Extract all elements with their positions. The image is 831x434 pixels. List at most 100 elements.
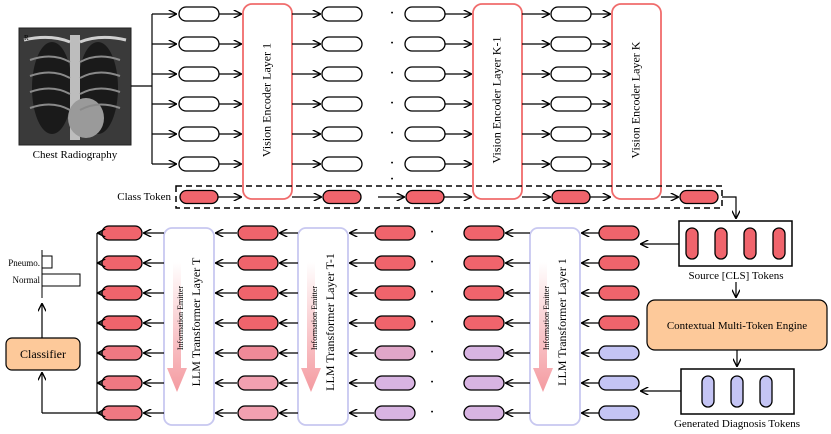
llm-layer-label-1: LLM Transformer Layer T [189, 257, 203, 386]
generated-diagnosis-token [759, 375, 773, 408]
vision-token [321, 126, 363, 142]
vision-token [404, 6, 446, 22]
engine-label: Contextual Multi-Token Engine [667, 320, 807, 332]
llm-token [101, 255, 143, 271]
llm-token-rows [97, 225, 640, 421]
vision-token [178, 36, 220, 52]
vision-token [404, 66, 446, 82]
contextual-multi-token-engine: Contextual Multi-Token Engine [646, 299, 828, 351]
llm-token [463, 405, 505, 421]
ellipsis-dot: · [429, 254, 434, 271]
llm-token [374, 375, 416, 391]
xray-marker: R [24, 34, 29, 42]
llm-token [237, 225, 279, 241]
ellipsis-dot: · [429, 404, 434, 421]
vision-token-rows [152, 6, 719, 205]
llm-token [463, 345, 505, 361]
llm-token [237, 255, 279, 271]
llm-token [374, 345, 416, 361]
vision-token [321, 96, 363, 112]
llm-token [237, 345, 279, 361]
llm-token [598, 345, 640, 361]
llm-token [237, 405, 279, 421]
source-cls-token [743, 227, 757, 260]
class-token [322, 189, 362, 205]
vision-layer-label-1: Vision Encoder Layer 1 [259, 43, 273, 157]
ellipsis-dot: · [429, 374, 434, 391]
vision-layer-box-3 [611, 3, 662, 200]
class-token [551, 189, 591, 205]
llm-token [101, 375, 143, 391]
llm-token [101, 345, 143, 361]
vision-layer-label-3: Vision Encoder Layer K [628, 41, 642, 158]
llm-token [463, 375, 505, 391]
llm-token [463, 225, 505, 241]
vision-token [404, 36, 446, 52]
chest-xray-image: R [18, 27, 132, 146]
generated-tokens-label: Generated Diagnosis Tokens [674, 418, 800, 430]
ellipsis-dot: · [389, 125, 394, 142]
output-label-pneumo: Pneumo. [8, 258, 40, 268]
llm-token [463, 255, 505, 271]
llm-token [463, 315, 505, 331]
llm-token [237, 285, 279, 301]
source-cls-token [772, 227, 786, 260]
llm-token [598, 225, 640, 241]
vision-token [178, 66, 220, 82]
class-token [679, 189, 719, 205]
vision-token [550, 96, 592, 112]
vision-token [550, 66, 592, 82]
class-token [179, 189, 219, 205]
llm-token [237, 315, 279, 331]
ellipsis-dot: · [389, 5, 394, 22]
class-token-box [175, 185, 723, 209]
vision-token [178, 96, 220, 112]
vision-encoder-layers: Vision Encoder Layer 1 Vision Encoder Lay… [242, 3, 662, 200]
vision-layer-box-1 [242, 3, 293, 200]
output-label-normal: Normal [13, 275, 41, 285]
ellipsis-dot: · [389, 65, 394, 82]
source-cls-token [714, 227, 728, 260]
ellipsis-dot: · [389, 35, 394, 52]
classifier-label: Classifier [20, 347, 66, 361]
ellipsis-dot: · [389, 95, 394, 112]
llm-token [598, 405, 640, 421]
vision-layer-label-2: Vision Encoder Layer K-1 [489, 37, 503, 164]
llm-token [598, 375, 640, 391]
vision-ellipsis: ······· [389, 5, 394, 188]
llm-layer-label-2: LLM Transformer Layer T-1 [323, 253, 337, 391]
llm-token [598, 285, 640, 301]
vision-token [404, 156, 446, 172]
ellipsis-dot: · [429, 224, 434, 241]
class-token-label: Class Token [117, 191, 171, 203]
generated-diagnosis-token [730, 375, 744, 408]
vision-token [550, 126, 592, 142]
vision-token [404, 96, 446, 112]
vision-token [178, 156, 220, 172]
vision-token [321, 36, 363, 52]
source-cls-token [685, 227, 699, 260]
vision-token [550, 6, 592, 22]
generated-diagnosis-token [701, 375, 715, 408]
image-token-bus [131, 14, 153, 164]
vision-token [550, 36, 592, 52]
information-emitter-arrow [533, 262, 553, 392]
generated-diagnosis-tokens-box [680, 368, 795, 415]
information-emitter-arrow [301, 262, 321, 392]
llm-token [101, 405, 143, 421]
llm-token [598, 315, 640, 331]
information-emitter-label: Information Emitter [176, 286, 185, 351]
ellipsis-dot: · [389, 171, 394, 188]
chest-radiography-caption: Chest Radiography [33, 149, 118, 161]
class-to-source-arrow [722, 196, 736, 218]
source-cls-tokens-box [678, 220, 793, 267]
vision-token [321, 66, 363, 82]
ellipsis-dot: · [389, 155, 394, 172]
llm-transformer-layers: Information Emitter LLM Transformer Layer… [163, 227, 581, 426]
llm-token [374, 405, 416, 421]
vision-layer-box-2 [472, 3, 523, 200]
llm-token [374, 225, 416, 241]
ellipsis-dot: · [429, 314, 434, 331]
classifier-box: Classifier [5, 337, 81, 371]
